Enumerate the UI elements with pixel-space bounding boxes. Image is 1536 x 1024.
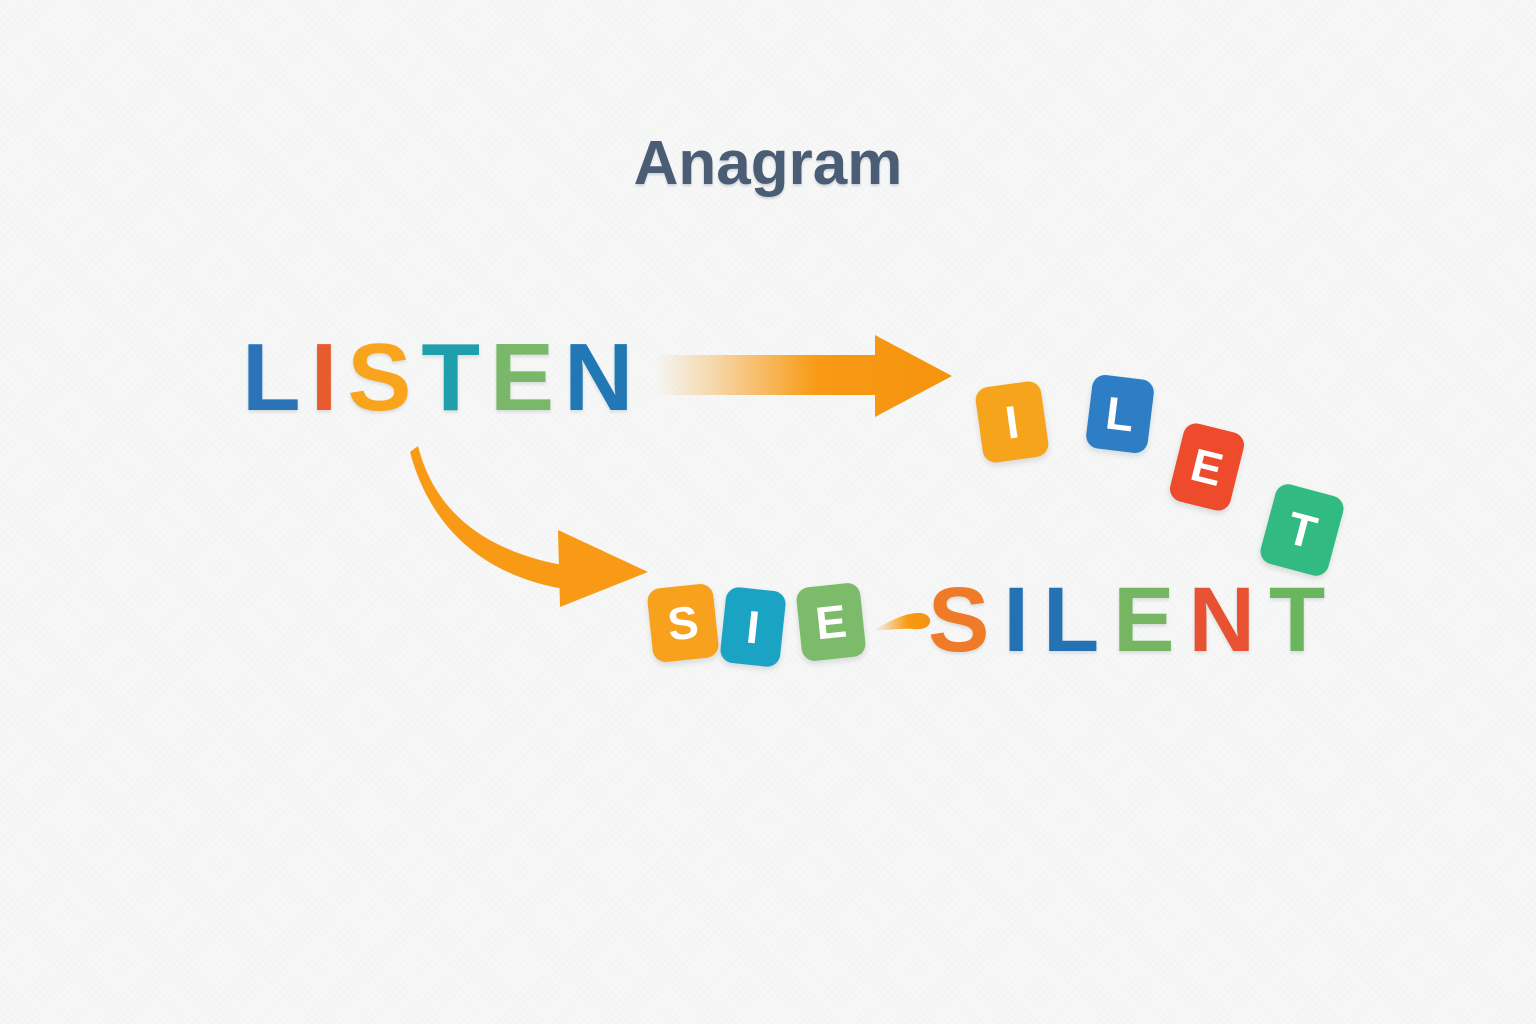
right-arrow-icon [655,335,952,417]
source-letter: E [489,324,555,431]
result-letter: I [1003,569,1029,671]
source-letter: S [347,324,412,431]
letter-tile-t: T [1257,481,1347,579]
tile-letter: T [1281,501,1323,559]
result-letter: S [928,569,990,671]
source-letter: I [310,324,338,431]
result-letter: N [1188,569,1255,671]
letter-tile-l: L [1084,373,1156,455]
curved-arrow-icon [410,446,574,590]
result-word-silent: S I L E N T [928,574,1339,666]
shuffle-tile-s: S [646,582,720,664]
tile-letter: I [743,600,763,654]
page-title: Anagram [633,129,903,198]
tile-letter: E [813,594,849,650]
result-letter: T [1268,569,1326,671]
result-letter: E [1113,569,1175,671]
source-word-listen: L I S T E N [242,330,643,426]
source-letter: T [421,324,480,431]
tile-letter: L [1102,386,1138,442]
shuffle-tile-i: I [719,586,787,668]
shuffle-tile-e: E [795,581,867,663]
tile-letter: I [1002,395,1022,449]
source-letter: N [564,324,634,431]
letter-tile-e: E [1167,420,1247,514]
curved-arrow-head [558,530,648,607]
tile-letter: S [665,595,701,651]
letter-tile-i: I [974,379,1050,465]
result-letter: L [1042,569,1100,671]
dash-icon [874,613,931,631]
source-letter: L [242,324,301,431]
tile-letter: E [1185,438,1229,496]
